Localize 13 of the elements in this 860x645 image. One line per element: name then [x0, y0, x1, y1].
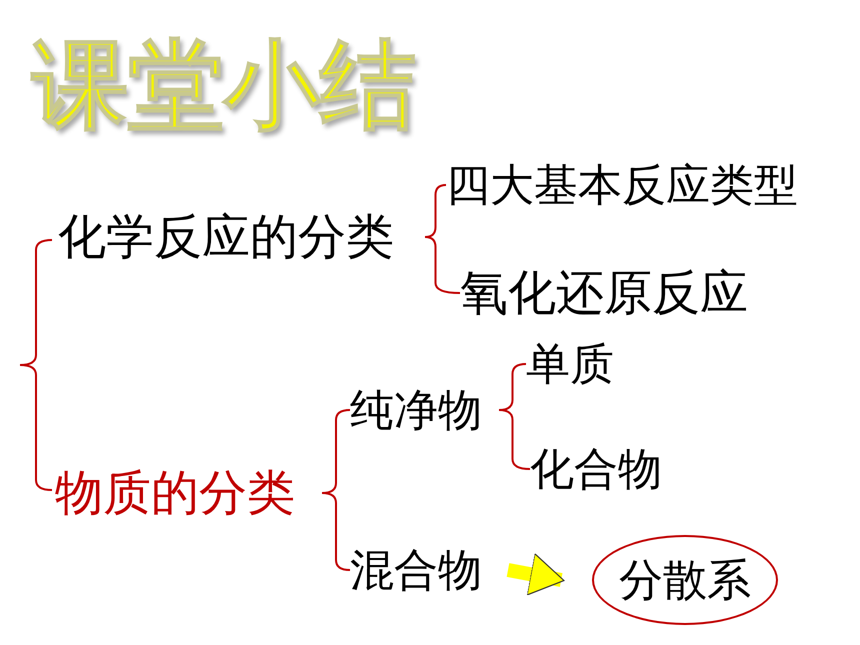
category-label: 纯净物	[350, 382, 500, 438]
category-label: 单质	[526, 338, 626, 390]
category-label: 混合物	[350, 542, 500, 598]
category-label: 化合物	[530, 442, 680, 496]
brace-connector	[424, 236, 460, 294]
category-label: 化学反应的分类	[58, 208, 426, 266]
category-label: 物质的分类	[55, 464, 323, 522]
category-label: 氧化还原反应	[460, 264, 780, 322]
brace-connector	[498, 409, 530, 470]
page-title: 课堂小结	[32, 28, 416, 143]
circled-term: 分散系	[592, 535, 778, 625]
category-label: 四大基本反应类型	[446, 158, 836, 212]
block-arrow	[506, 553, 564, 596]
